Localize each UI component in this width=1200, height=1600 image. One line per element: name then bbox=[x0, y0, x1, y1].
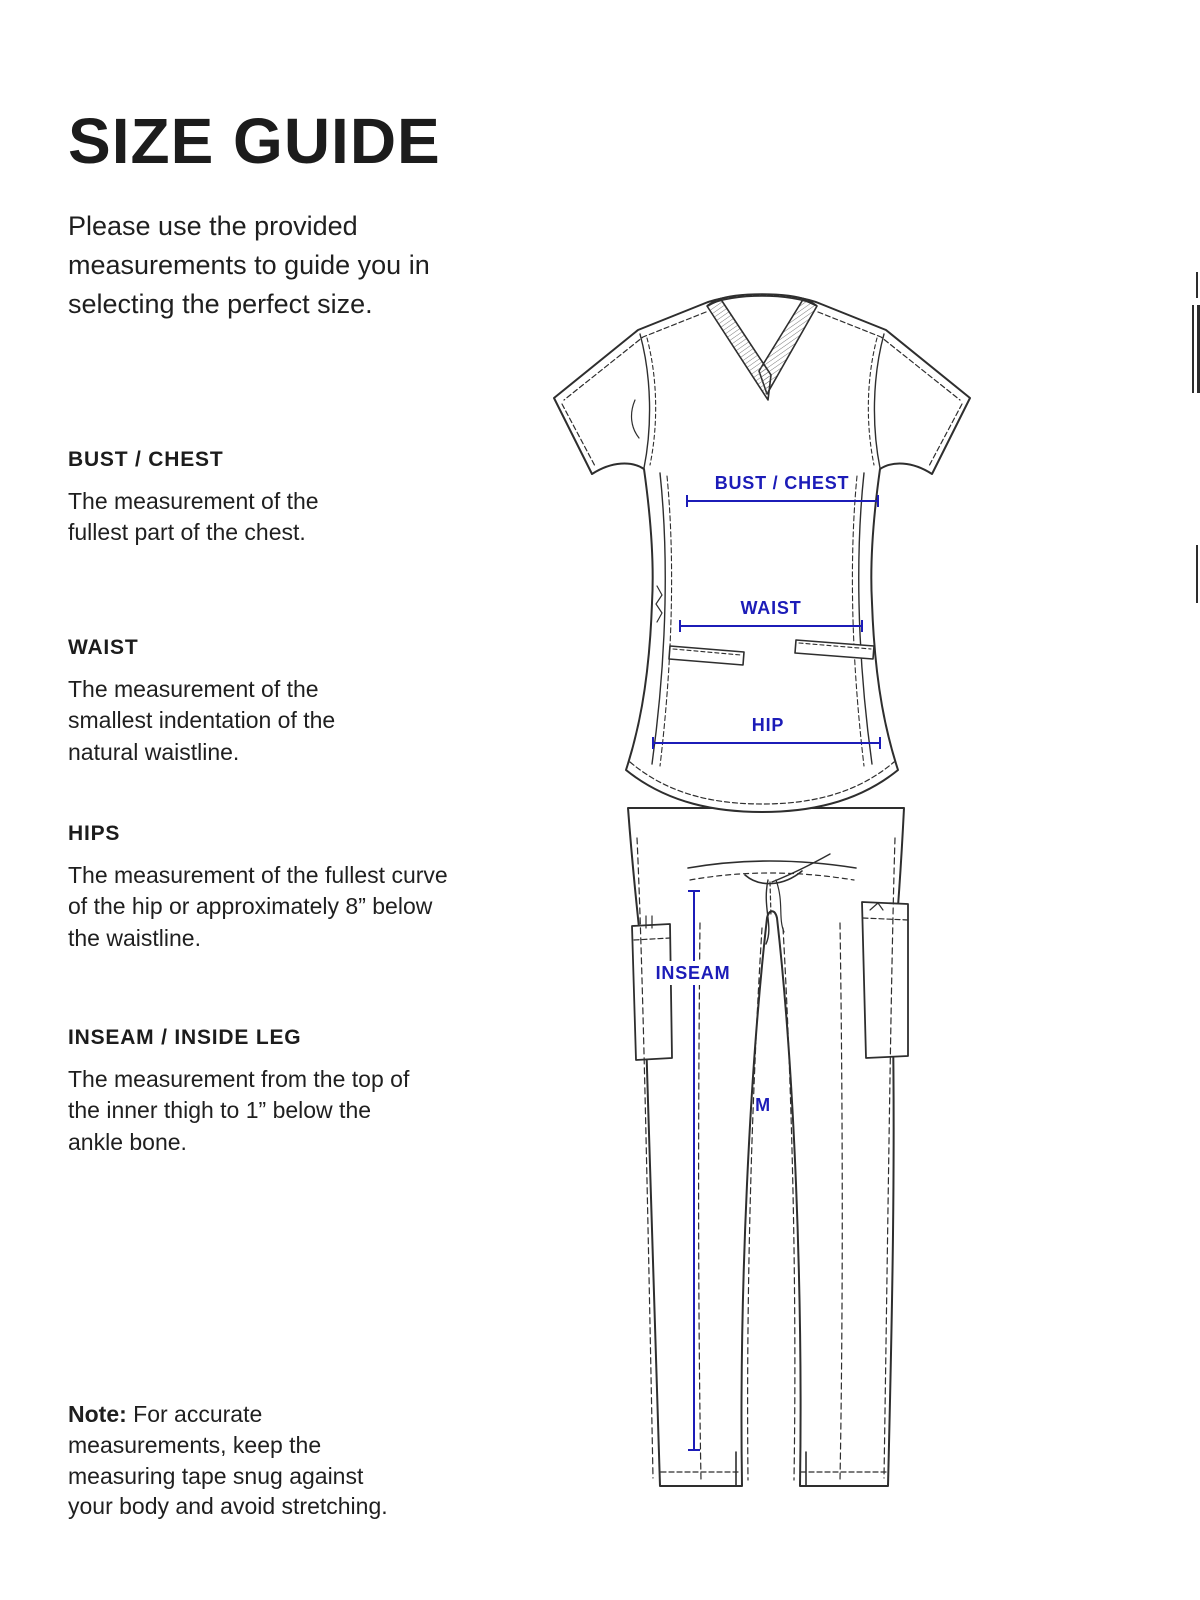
section-bust-chest: BUST / CHEST The measurement of the full… bbox=[68, 448, 368, 549]
section-hips: HIPS The measurement of the fullest curv… bbox=[68, 822, 456, 954]
page-title: SIZE GUIDE bbox=[68, 104, 441, 177]
scrub-pants-drawing bbox=[627, 807, 909, 1487]
cropped-artwork-edge-4 bbox=[1196, 545, 1198, 603]
section-body: The measurement of the smallest indentat… bbox=[68, 676, 336, 765]
scrubs-line-drawing: BUST / CHEST WAIST HIP INSEAM M bbox=[553, 293, 971, 1487]
size-marker-label: M bbox=[755, 1095, 771, 1115]
cropped-artwork-edge-1 bbox=[1196, 272, 1198, 298]
hip-label: HIP bbox=[752, 715, 784, 735]
section-inseam: INSEAM / INSIDE LEG The measurement from… bbox=[68, 1026, 428, 1158]
bust-label: BUST / CHEST bbox=[715, 473, 850, 493]
cropped-artwork-edge-2 bbox=[1192, 305, 1194, 393]
collar-back-band bbox=[707, 293, 817, 306]
note-text: Note: For accurate measurements, keep th… bbox=[68, 1399, 413, 1522]
cropped-artwork-edge-3 bbox=[1197, 305, 1200, 393]
garment-diagram: BUST / CHEST WAIST HIP INSEAM M bbox=[540, 268, 980, 1530]
section-waist: WAIST The measurement of the smallest in… bbox=[68, 636, 380, 768]
section-heading: WAIST bbox=[68, 636, 139, 659]
section-heading: BUST / CHEST bbox=[68, 448, 224, 471]
section-body: The measurement of the fullest part of t… bbox=[68, 488, 319, 546]
section-heading: HIPS bbox=[68, 822, 121, 845]
inseam-label: INSEAM bbox=[656, 963, 731, 983]
intro-text: Please use the provided measurements to … bbox=[68, 211, 430, 320]
section-body: The measurement from the top of the inne… bbox=[68, 1066, 410, 1155]
note-body: For accurate measurements, keep the meas… bbox=[68, 1401, 388, 1520]
collar-left-band bbox=[706, 298, 772, 401]
note-label: Note: bbox=[68, 1401, 134, 1427]
waist-label: WAIST bbox=[741, 598, 802, 618]
section-body: The measurement of the fullest curve of … bbox=[68, 862, 448, 951]
scrub-top-drawing bbox=[553, 293, 971, 813]
measurement-annotations: BUST / CHEST WAIST HIP INSEAM M bbox=[645, 473, 881, 1451]
section-heading: INSEAM / INSIDE LEG bbox=[68, 1026, 302, 1049]
